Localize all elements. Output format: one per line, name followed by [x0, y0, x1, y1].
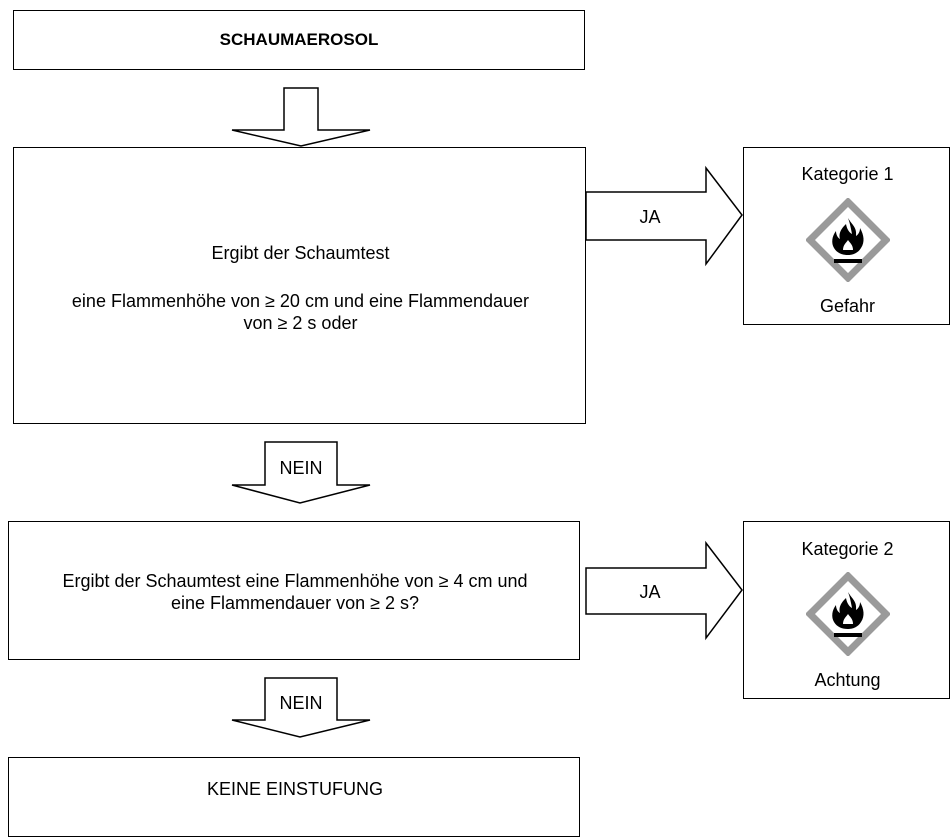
question-1-line-2: eine Flammenhöhe von ≥ 20 cm und eine Fl… — [71, 291, 530, 311]
flame-pictogram-icon — [806, 198, 890, 282]
edge-label-no-1: NEIN — [279, 458, 323, 478]
question-1-line-3: von ≥ 2 s oder — [243, 313, 358, 333]
question-2-line-2: eine Flammendauer von ≥ 2 s? — [170, 593, 419, 613]
flame-pictogram-icon — [806, 572, 890, 656]
flow-arrows — [231, 87, 743, 738]
category-1-signal-word: Gefahr — [819, 296, 876, 316]
category-2-node: Kategorie 2 Achtung — [743, 521, 950, 699]
arrow-right-yes-2 — [585, 540, 743, 641]
arrow-down-no-1 — [231, 441, 371, 504]
category-2-signal-word: Achtung — [814, 670, 881, 690]
start-node: SCHAUMAEROSOL — [13, 10, 585, 70]
edge-label-yes-2: JA — [639, 582, 661, 602]
start-label: SCHAUMAEROSOL — [219, 30, 379, 49]
end-label: KEINE EINSTUFUNG — [206, 779, 384, 799]
category-2-title: Kategorie 2 — [801, 539, 894, 559]
edge-label-no-2: NEIN — [279, 693, 323, 713]
arrow-down-start — [231, 87, 371, 147]
category-1-title: Kategorie 1 — [801, 164, 894, 184]
arrow-right-yes-1 — [585, 165, 743, 267]
question-2-line-1: Ergibt der Schaumtest eine Flammenhöhe v… — [62, 571, 528, 591]
edge-label-yes-1: JA — [639, 207, 661, 227]
question-1-line-1: Ergibt der Schaumtest — [211, 243, 390, 263]
question-node-2: Ergibt der Schaumtest eine Flammenhöhe v… — [8, 521, 580, 660]
end-node: KEINE EINSTUFUNG — [8, 757, 580, 837]
question-node-1: Ergibt der Schaumtest eine Flammenhöhe v… — [13, 147, 586, 424]
category-1-node: Kategorie 1 Gefahr — [743, 147, 950, 325]
arrow-down-no-2 — [231, 677, 371, 738]
